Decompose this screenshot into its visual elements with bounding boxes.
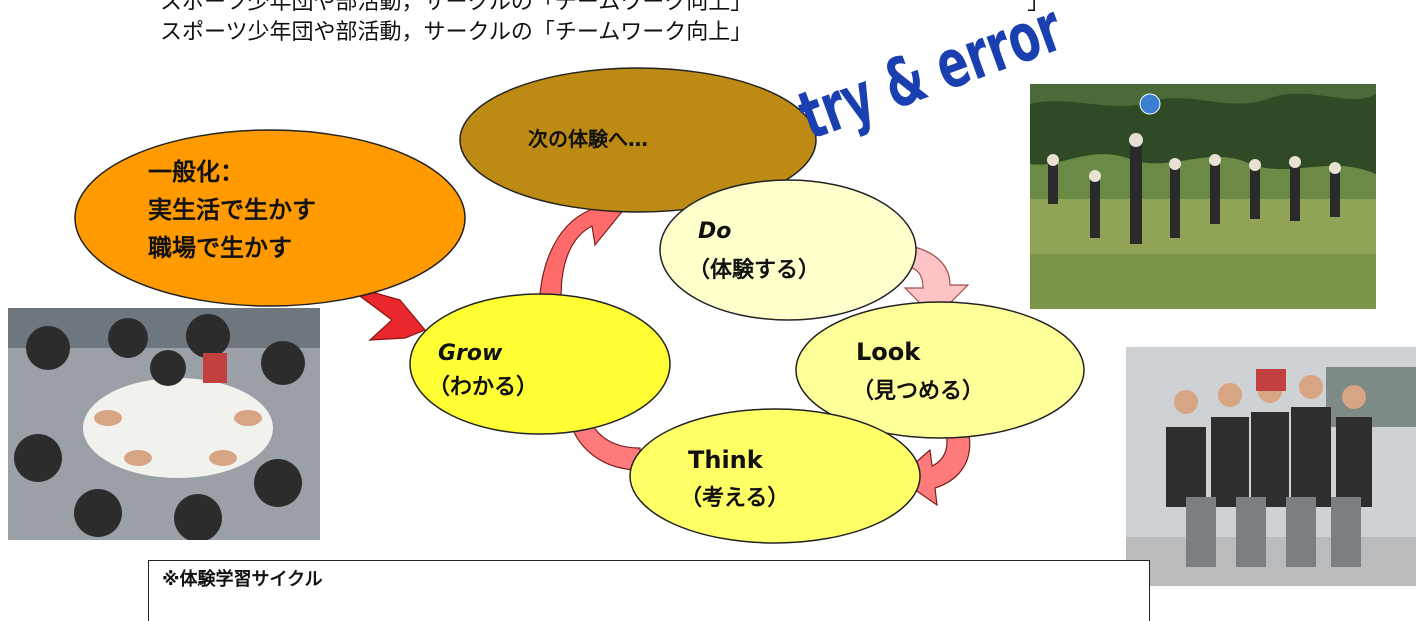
node-next-label: 次の体験へ… [528, 127, 648, 151]
node-look [795, 301, 1085, 439]
node-think-subtitle: （考える） [680, 486, 789, 511]
node-look-subtitle: （見つめる） [852, 379, 984, 404]
experiential-learning-cycle-diagram: 次の体験へ… 一般化： 実生活で生かす 職場で生かす Do （体験する） Loo… [74, 0, 1085, 544]
group-floor-activity-photo [8, 308, 320, 540]
node-do [659, 179, 917, 321]
human-chair-photo [1126, 347, 1416, 586]
node-generalize-line2: 実生活で生かす [148, 196, 316, 224]
node-look-title: Look [856, 338, 921, 366]
note-title: ※体験学習サイクル [162, 569, 323, 590]
node-grow-title: Grow [438, 341, 503, 366]
header-cut-line: スポーツ少年団や部活動，サークルの「チームワーク向上」 」 [160, 0, 1050, 15]
node-think [629, 408, 921, 544]
node-generalize-line1: 一般化： [148, 158, 244, 186]
outdoor-ball-game-photo [1030, 84, 1376, 309]
node-think-title: Think [688, 446, 764, 474]
node-grow [409, 293, 671, 435]
node-next-experience [459, 67, 817, 213]
node-generalize [74, 129, 466, 307]
node-do-title: Do [698, 219, 731, 244]
arrow-to-generalize [344, 284, 426, 341]
header-line: スポーツ少年団や部活動，サークルの「チームワーク向上」 [160, 20, 753, 45]
node-grow-subtitle: （わかる） [428, 375, 538, 400]
node-do-subtitle: （体験する） [688, 258, 820, 283]
node-generalize-line3: 職場で生かす [148, 234, 292, 262]
